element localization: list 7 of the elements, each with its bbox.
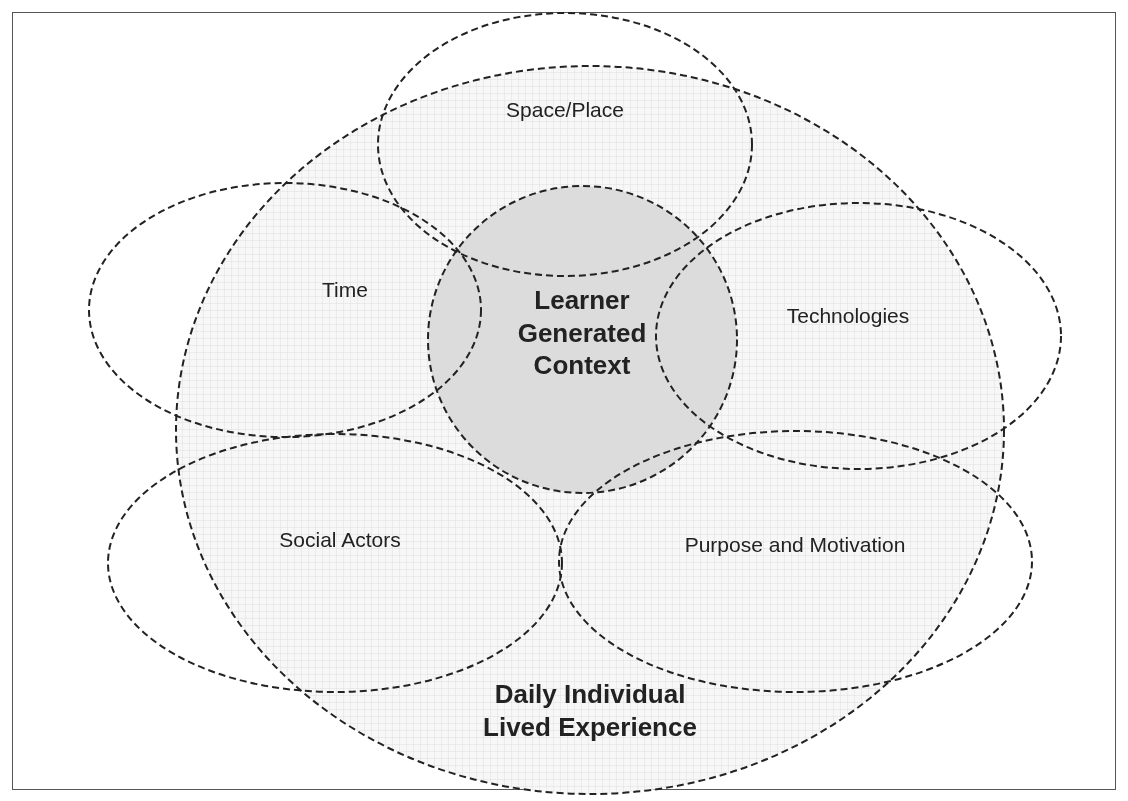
node-label: Daily Individual Lived Experience — [482, 677, 698, 743]
node-label: Learner Generated Context — [516, 284, 648, 382]
node-label: Purpose and Motivation — [683, 531, 907, 558]
node-label: Space/Place — [505, 96, 625, 123]
node-label: Time — [321, 276, 369, 303]
node-label: Technologies — [785, 302, 911, 329]
node-label: Social Actors — [278, 526, 402, 553]
